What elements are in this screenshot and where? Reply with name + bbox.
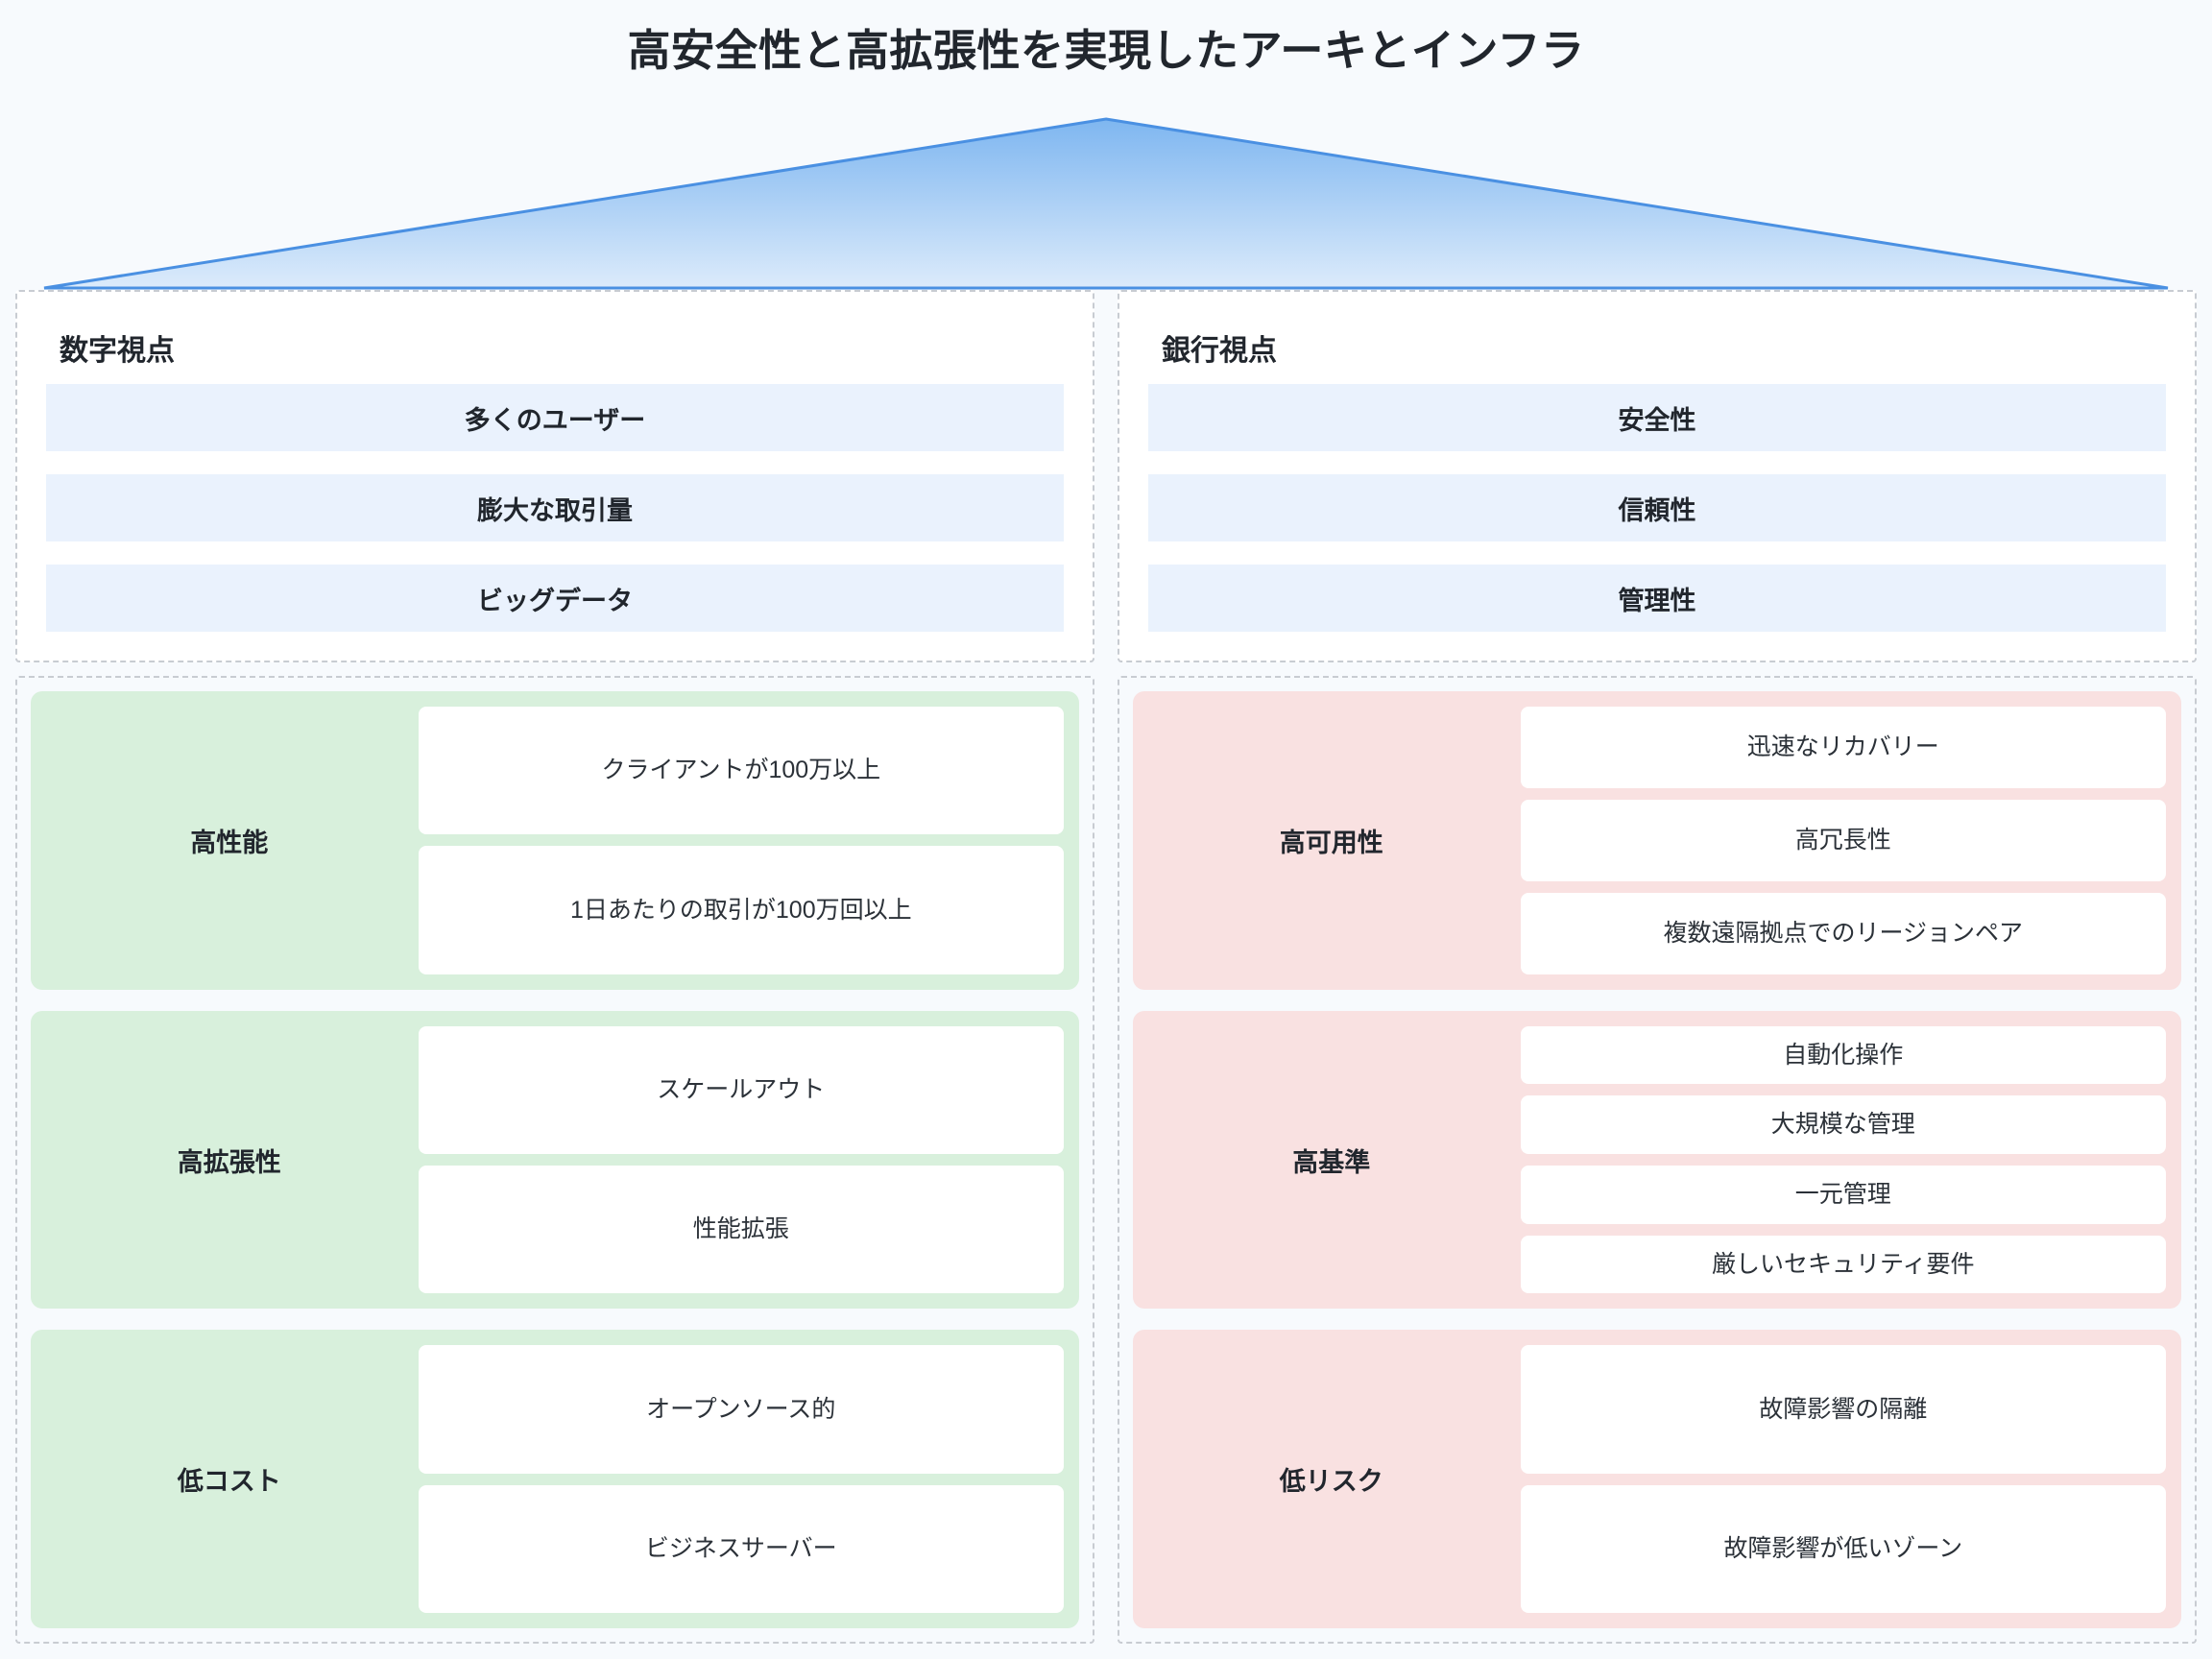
capability-panel-right: 高可用性 迅速なリカバリー 高冗長性 複数遠隔拠点でのリージョンペア 高基準 自… [1118,676,2197,1644]
capability-panel-left: 高性能 クライアントが100万以上 1日あたりの取引が100万回以上 高拡張性 … [15,676,1094,1644]
capability-item[interactable]: スケールアウト [418,1025,1064,1155]
requirement-bar-label: 膨大な取引量 [477,495,633,525]
roof-triangle [42,117,2170,290]
requirement-bar-label: 信頼性 [1618,495,1696,525]
capability-items: スケールアウト 性能拡張 [418,1025,1064,1294]
page-title: 高安全性と高拡張性を実現したアーキとインフラ [627,26,1585,75]
perspective-panel-right: 銀行視点 安全性 信頼性 管理性 [1118,290,2197,662]
capability-label: 低コスト [177,1467,281,1497]
requirement-bar-label: ビッグデータ [477,586,633,615]
roof-shape-icon [43,117,2169,290]
capability-list-left: 高性能 クライアントが100万以上 1日あたりの取引が100万回以上 高拡張性 … [31,691,1079,1629]
capability-label: 高基準 [1292,1147,1371,1177]
requirement-bar[interactable]: ビッグデータ [46,565,1064,632]
capability-item[interactable]: 故障影響の隔離 [1520,1345,2166,1474]
perspective-inner-right: 銀行視点 安全性 信頼性 管理性 [1133,305,2181,647]
capability-item[interactable]: 性能拡張 [418,1166,1064,1294]
page-title-bar: 高安全性と高拡張性を実現したアーキとインフラ [0,25,2212,77]
requirement-bar-label: 多くのユーザー [464,405,646,435]
requirement-bar[interactable]: 膨大な取引量 [46,474,1064,541]
capability-card[interactable]: 高性能 クライアントが100万以上 1日あたりの取引が100万回以上 [31,691,1079,990]
capability-item[interactable]: 大規模な管理 [1520,1095,2166,1155]
capability-item[interactable]: 複数遠隔拠点でのリージョンペア [1520,892,2166,974]
requirement-bar-label: 安全性 [1618,405,1696,435]
capability-card[interactable]: 高拡張性 スケールアウト 性能拡張 [31,1010,1079,1310]
perspective-panel-left: 数字視点 多くのユーザー 膨大な取引量 ビッグデータ [15,290,1094,662]
perspective-title-right: 銀行視点 [1162,335,1277,367]
capability-items: 迅速なリカバリー 高冗長性 複数遠隔拠点でのリージョンペア [1520,707,2166,974]
columns-container: 数字視点 多くのユーザー 膨大な取引量 ビッグデータ 高性能 [15,290,2197,1644]
capability-item[interactable]: 1日あたりの取引が100万回以上 [418,846,1064,974]
capability-item[interactable]: クライアントが100万以上 [418,707,1064,835]
column-digital-perspective: 数字視点 多くのユーザー 膨大な取引量 ビッグデータ 高性能 [15,290,1094,1644]
column-bank-perspective: 銀行視点 安全性 信頼性 管理性 高可用性 [1118,290,2197,1644]
capability-item[interactable]: 厳しいセキュリティ要件 [1520,1235,2166,1294]
capability-items: 自動化操作 大規模な管理 一元管理 厳しいセキュリティ要件 [1520,1025,2166,1294]
requirement-bar[interactable]: 多くのユーザー [46,384,1064,451]
capability-card[interactable]: 低コスト オープンソース的 ビジネスサーバー [31,1330,1079,1629]
capability-card[interactable]: 高基準 自動化操作 大規模な管理 一元管理 厳しいセキュリティ要件 [1133,1010,2181,1310]
capability-item[interactable]: 自動化操作 [1520,1025,2166,1085]
capability-item[interactable]: 迅速なリカバリー [1520,707,2166,788]
capability-items: 故障影響の隔離 故障影響が低いゾーン [1520,1345,2166,1614]
capability-card[interactable]: 低リスク 故障影響の隔離 故障影響が低いゾーン [1133,1330,2181,1629]
requirement-bar[interactable]: 管理性 [1148,565,2166,632]
capability-list-right: 高可用性 迅速なリカバリー 高冗長性 複数遠隔拠点でのリージョンペア 高基準 自… [1133,691,2181,1629]
capability-item[interactable]: ビジネスサーバー [418,1484,1064,1614]
capability-label: 高拡張性 [177,1147,281,1177]
perspective-inner-left: 数字視点 多くのユーザー 膨大な取引量 ビッグデータ [31,305,1079,647]
capability-item[interactable]: 高冗長性 [1520,799,2166,881]
perspective-title-left: 数字視点 [60,335,175,367]
capability-card[interactable]: 高可用性 迅速なリカバリー 高冗長性 複数遠隔拠点でのリージョンペア [1133,691,2181,990]
requirement-bar[interactable]: 安全性 [1148,384,2166,451]
capability-label: 低リスク [1279,1467,1383,1497]
capability-label: 高可用性 [1279,828,1383,857]
capability-label: 高性能 [190,828,269,857]
capability-item[interactable]: 一元管理 [1520,1166,2166,1224]
capability-items: オープンソース的 ビジネスサーバー [418,1345,1064,1614]
requirement-bar[interactable]: 信頼性 [1148,474,2166,541]
capability-item[interactable]: 故障影響が低いゾーン [1520,1484,2166,1614]
capability-items: クライアントが100万以上 1日あたりの取引が100万回以上 [418,707,1064,974]
capability-item[interactable]: オープンソース的 [418,1345,1064,1474]
requirement-bar-label: 管理性 [1618,586,1696,615]
